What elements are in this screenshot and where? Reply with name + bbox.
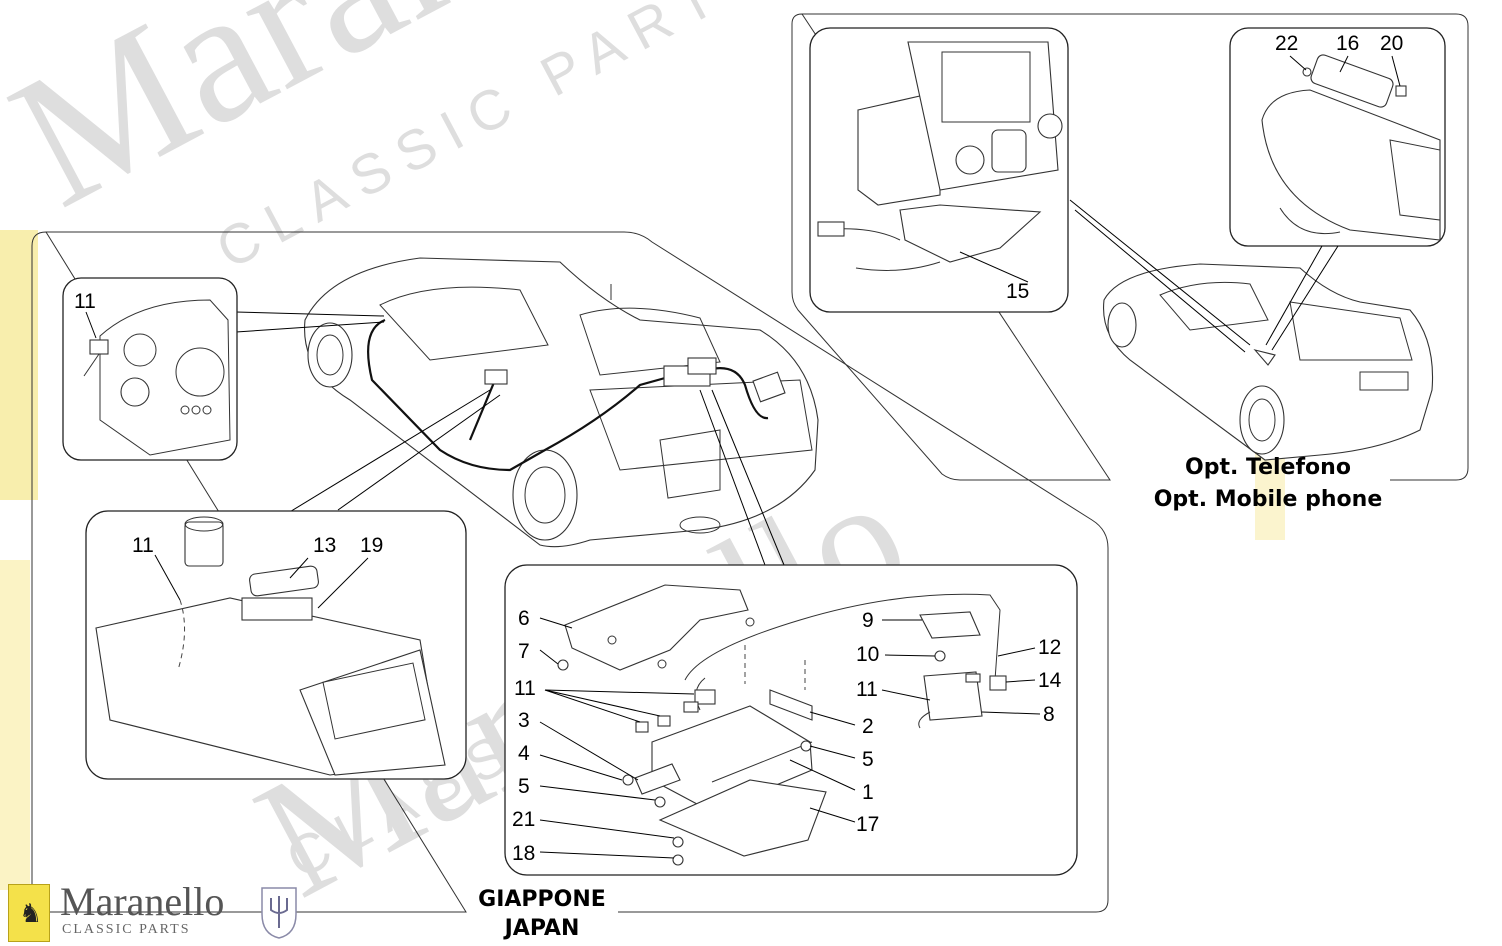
detail-panel-exploded: 6 7 11 3 4 5 21 18 2 5 1 17 9 10 11 12 1…: [504, 564, 1078, 876]
callout-4: 4: [518, 742, 530, 765]
panel-leaders: [235, 311, 785, 566]
detail-panel-dashboard: 11: [62, 277, 238, 461]
callout-5-lower: 5: [518, 775, 530, 798]
callout-12: 12: [1038, 636, 1061, 659]
callout-8: 8: [1043, 703, 1055, 726]
logo-name: Maranello: [60, 879, 225, 924]
callout-5-upper: 5: [862, 748, 874, 771]
callout-16: 16: [1336, 32, 1359, 55]
caption-phone-english: Opt. Mobile phone: [1154, 487, 1383, 512]
callout-20: 20: [1380, 32, 1403, 55]
callout-15: 15: [1006, 280, 1029, 303]
callout-19: 19: [360, 534, 383, 557]
callout-17: 17: [856, 813, 879, 836]
callout-2: 2: [862, 715, 874, 738]
caption-japan-english: JAPAN: [503, 916, 580, 941]
maranello-logo: ♞ Maranello CLASSIC PARTS: [8, 879, 308, 944]
callout-14: 14: [1038, 669, 1062, 692]
callout-1: 1: [862, 781, 874, 804]
callout-7: 7: [518, 640, 530, 663]
callout-11-console: 11: [132, 534, 154, 557]
caption-phone-italian: Opt. Telefono: [1185, 455, 1351, 480]
callout-10: 10: [856, 643, 879, 666]
callout-11-exploded: 11: [514, 677, 536, 700]
car-phone-illustration: [1069, 199, 1434, 461]
callout-22: 22: [1275, 32, 1298, 55]
callout-21: 21: [512, 808, 535, 831]
callout-11-dashboard: 11: [74, 290, 96, 313]
logo-subtitle: CLASSIC PARTS: [62, 922, 191, 937]
callout-9: 9: [862, 609, 874, 632]
callout-6: 6: [518, 607, 530, 630]
detail-panel-console: 11 13 19: [85, 510, 467, 780]
callout-13: 13: [313, 534, 336, 557]
detail-panel-phone: 22 16 20: [1229, 27, 1446, 247]
callout-11-module: 11: [856, 678, 878, 701]
car-main-illustration: [303, 257, 819, 548]
detail-panel-radio: 15: [809, 27, 1069, 313]
phone-option-frame: [791, 13, 1469, 481]
prancing-horse-icon: ♞: [8, 884, 50, 942]
callout-3: 3: [518, 709, 530, 732]
caption-japan-italian: GIAPPONE: [478, 887, 606, 912]
callout-18: 18: [512, 842, 535, 865]
trident-icon: [261, 887, 297, 939]
